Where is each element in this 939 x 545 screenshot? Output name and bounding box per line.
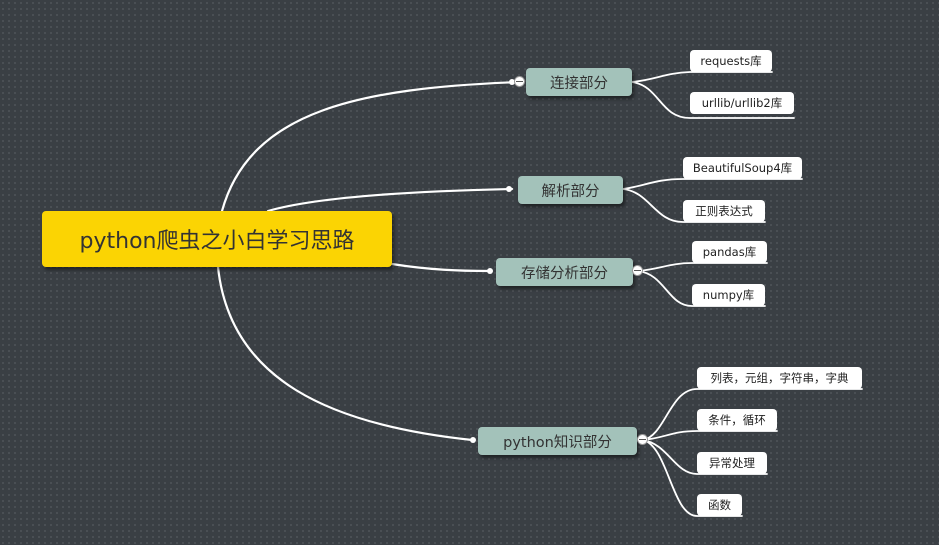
branch-3-connector-dot <box>487 268 493 274</box>
connector-branch-4-leaf-4 <box>642 439 743 517</box>
connector-branch-1-leaf-1 <box>631 71 773 83</box>
branch-topic-3[interactable]: 存储分析部分 <box>496 258 633 286</box>
root-topic-label: python爬虫之小白学习思路 <box>79 229 355 254</box>
branch-topic-4[interactable]: python知识部分 <box>478 427 637 455</box>
leaf-topic-1-2[interactable]: urllib/urllib2库 <box>690 92 794 114</box>
connector-branch-4-leaf-1 <box>642 388 863 441</box>
branch-1-connector-dot <box>509 79 515 85</box>
leaf-topic-4-2-label: 条件，循环 <box>708 413 766 427</box>
branch-4-connector-dot <box>470 437 476 443</box>
leaf-topic-3-2[interactable]: numpy库 <box>692 284 765 306</box>
branch-topic-3-label: 存储分析部分 <box>521 265 608 282</box>
leaf-topic-3-1-label: pandas库 <box>702 245 757 259</box>
connector-branch-2-leaf-2 <box>622 188 766 223</box>
connector-branch-4-leaf-2 <box>642 430 778 441</box>
branch-2-connector-dot <box>506 186 512 192</box>
branch-topic-1[interactable]: 连接部分 <box>526 68 632 96</box>
leaf-topic-2-1-label: BeautifulSoup4库 <box>692 161 793 175</box>
leaf-topic-4-1-label: 列表，元组，字符串，字典 <box>710 371 849 385</box>
leaf-topic-2-2[interactable]: 正则表达式 <box>683 200 765 222</box>
branch-1-collapse-icon[interactable] <box>514 76 525 87</box>
leaf-topic-4-4-label: 函数 <box>708 498 731 512</box>
branch-topic-4-label: python知识部分 <box>503 434 612 451</box>
leaf-topic-4-3[interactable]: 异常处理 <box>697 452 767 474</box>
connector-branch-4-leaf-3 <box>642 439 768 475</box>
leaf-topic-3-1[interactable]: pandas库 <box>692 241 767 263</box>
branch-topic-1-label: 连接部分 <box>550 75 608 92</box>
leaf-topic-1-1-label: requests库 <box>700 54 762 68</box>
connector-root-branch-1 <box>220 80 522 213</box>
leaf-topic-4-3-label: 异常处理 <box>709 456 755 470</box>
connector-branch-3-leaf-1 <box>637 262 768 272</box>
branch-4-collapse-icon[interactable] <box>637 434 648 445</box>
connector-branch-1-leaf-2 <box>631 81 795 119</box>
branch-topic-2-label: 解析部分 <box>541 183 600 200</box>
connector-branch-2-leaf-1 <box>622 178 803 190</box>
root-topic[interactable]: python爬虫之小白学习思路 <box>42 211 392 267</box>
leaf-topic-4-1[interactable]: 列表，元组，字符串，字典 <box>697 367 862 389</box>
leaf-topic-2-2-label: 正则表达式 <box>695 204 753 218</box>
connector-root-branch-4 <box>216 265 474 442</box>
connector-root-branch-3 <box>390 262 492 273</box>
leaf-topic-1-2-label: urllib/urllib2库 <box>701 96 783 110</box>
leaf-topic-2-1[interactable]: BeautifulSoup4库 <box>683 157 802 179</box>
connector-root-branch-2 <box>266 187 514 213</box>
branch-topic-2[interactable]: 解析部分 <box>518 176 623 204</box>
leaf-topic-1-1[interactable]: requests库 <box>690 50 772 72</box>
leaf-topic-3-2-label: numpy库 <box>702 288 755 302</box>
leaf-topic-4-4[interactable]: 函数 <box>697 494 742 516</box>
leaf-topic-4-2[interactable]: 条件，循环 <box>697 409 777 431</box>
branch-3-collapse-icon[interactable] <box>632 265 643 276</box>
connector-branch-3-leaf-2 <box>637 270 766 307</box>
